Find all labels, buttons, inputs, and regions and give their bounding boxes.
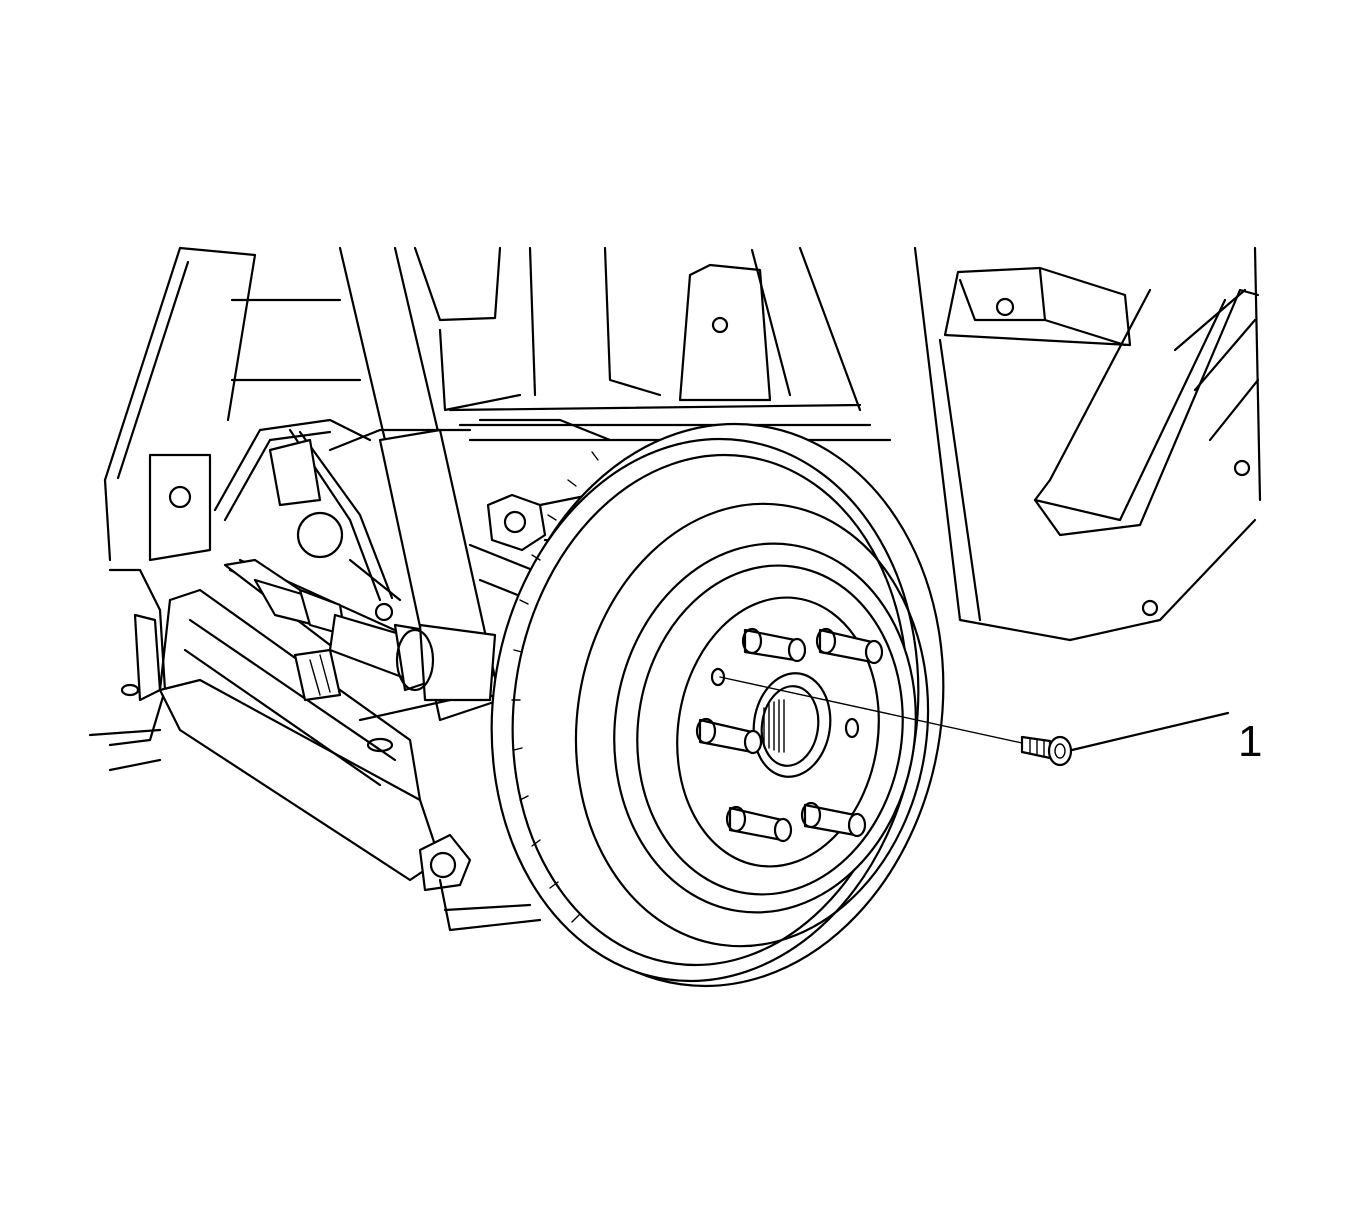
rotor-vent-holes <box>511 451 599 923</box>
callout-label-1: 1 <box>1238 717 1262 766</box>
wheel-studs <box>695 627 884 843</box>
suspension-arm <box>88 453 542 932</box>
callout-leader-line <box>1070 711 1230 752</box>
brake-rotor <box>490 422 945 988</box>
hub-spline <box>763 699 785 753</box>
rotor-retaining-screw <box>719 676 1073 767</box>
